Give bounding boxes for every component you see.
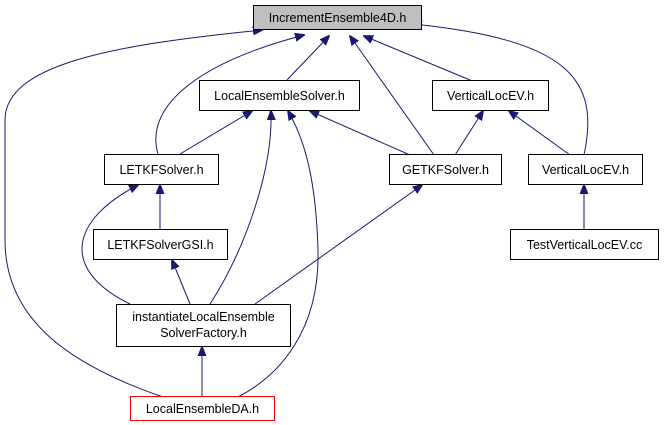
edge-getkf-solver-to-vertical-loc-ev-top (454, 111, 483, 156)
edge-instantiate-factory-to-letkf-solver-gsi (172, 260, 191, 305)
edge-instantiate-factory-to-local-ensemble-solver (209, 111, 271, 305)
node-letkf-solver-gsi[interactable]: LETKFSolverGSI.h (93, 229, 228, 260)
node-local-ensemble-da[interactable]: LocalEnsembleDA.h (130, 396, 275, 421)
node-label: LETKFSolver.h (119, 163, 203, 177)
nodes: IncrementEnsemble4D.h LocalEnsembleSolve… (93, 5, 659, 421)
node-box (104, 154, 219, 185)
node-label: IncrementEnsemble4D.h (269, 11, 407, 25)
node-box (432, 80, 549, 111)
node-label: LocalEnsembleDA.h (146, 402, 259, 416)
node-box (116, 304, 291, 347)
edge-instantiate-factory-to-getkf-solver (254, 185, 422, 305)
node-test-vertical-loc-ev[interactable]: TestVerticalLocEV.cc (510, 229, 659, 260)
node-label-line-2: SolverFactory.h (160, 326, 247, 340)
node-vertical-loc-ev-mid[interactable]: VerticalLocEV.h (528, 154, 643, 185)
node-label-line-1: instantiateLocalEnsemble (132, 310, 274, 324)
edge-vertical-loc-ev-mid-to-increment-ensemble4d (413, 24, 589, 156)
edge-instantiate-factory-to-letkf-solver (81, 185, 138, 305)
node-box (510, 229, 659, 260)
node-box (130, 396, 275, 421)
node-getkf-solver[interactable]: GETKFSolver.h (389, 154, 502, 185)
node-label: GETKFSolver.h (402, 163, 489, 177)
edge-letkf-solver-to-increment-ensemble4d (155, 35, 304, 155)
edge-vertical-loc-ev-mid-to-vertical-loc-ev-top (509, 111, 571, 156)
node-box (93, 229, 228, 260)
node-label: LocalEnsembleSolver.h (214, 89, 345, 103)
node-local-ensemble-solver[interactable]: LocalEnsembleSolver.h (199, 80, 360, 111)
edge-letkf-solver-to-local-ensemble-solver (179, 111, 252, 155)
edges (4, 24, 589, 398)
node-increment-ensemble4d[interactable]: IncrementEnsemble4D.h (253, 5, 422, 30)
node-label: VerticalLocEV.h (447, 89, 534, 103)
node-label: LETKFSolverGSI.h (107, 238, 213, 252)
node-box (389, 154, 502, 185)
node-box (253, 5, 422, 30)
node-box (528, 154, 643, 185)
node-label: VerticalLocEV.h (542, 163, 629, 177)
edge-getkf-solver-to-increment-ensemble4d (350, 36, 435, 156)
edge-local-ensemble-da-to-local-ensemble-solver (237, 111, 319, 398)
node-instantiate-factory[interactable]: instantiateLocalEnsemble SolverFactory.h (116, 304, 291, 347)
node-letkf-solver[interactable]: LETKFSolver.h (104, 154, 219, 185)
edge-vertical-loc-ev-top-to-increment-ensemble4d (364, 36, 471, 81)
edge-local-ensemble-solver-to-increment-ensemble4d (286, 36, 329, 81)
node-box (199, 80, 360, 111)
edge-local-ensemble-da-to-increment-ensemble4d (4, 30, 262, 398)
node-label: TestVerticalLocEV.cc (527, 238, 643, 252)
node-vertical-loc-ev-top[interactable]: VerticalLocEV.h (432, 80, 549, 111)
edge-getkf-solver-to-local-ensemble-solver (310, 111, 411, 156)
